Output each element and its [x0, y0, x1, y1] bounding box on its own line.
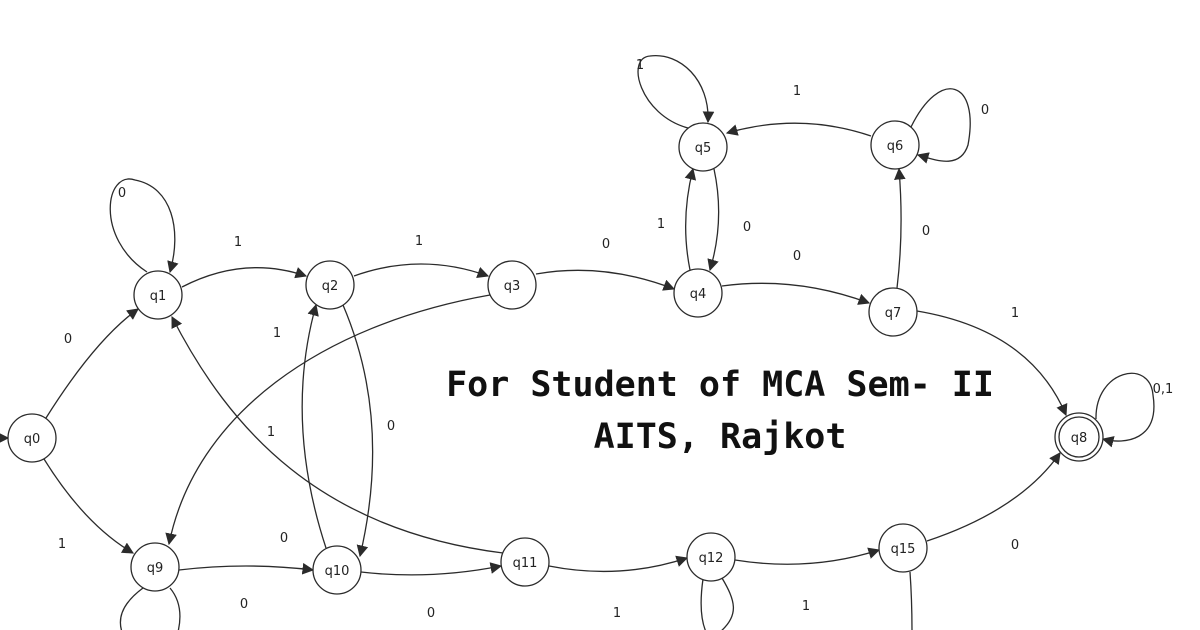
state-q7: q7 — [868, 287, 918, 337]
transition-label-q10-q11: 0 — [427, 606, 435, 621]
transition-q5-q4 — [707, 168, 720, 272]
transition-label-q7-q8: 1 — [1011, 306, 1019, 321]
transition-q4-q7 — [721, 282, 871, 305]
transition-label-q12-q15: 1 — [802, 599, 810, 614]
state-label: q2 — [322, 279, 339, 294]
transition-q11-q1 — [171, 315, 504, 554]
state-label: q11 — [513, 556, 538, 571]
transition-label-q6-q5: 1 — [793, 84, 801, 99]
state-label: q5 — [695, 141, 712, 156]
state-circle — [868, 287, 918, 337]
transition-label-q5-q4: 0 — [743, 220, 751, 235]
transition-q0-q9 — [43, 458, 135, 554]
state-circle — [130, 542, 180, 592]
state-q8: q8 — [1054, 412, 1104, 462]
state-q15: q15 — [878, 523, 928, 573]
state-q10: q10 — [312, 545, 362, 595]
transition-q2-q10 — [342, 304, 374, 558]
state-q5: q5 — [678, 122, 728, 172]
transition-q1-q1 — [109, 178, 179, 274]
state-label: q6 — [887, 139, 904, 154]
state-label: q8 — [1071, 431, 1088, 446]
state-label: q10 — [325, 564, 350, 579]
transition-label-q1-q2: 1 — [234, 235, 242, 250]
transition-label-q9-q10: 0 — [280, 531, 288, 546]
accepting-ring — [1058, 416, 1100, 458]
transition-q2-q3 — [353, 263, 490, 278]
transition-q4-q5 — [684, 167, 697, 271]
transition-q6-q5 — [725, 122, 872, 137]
state-circle — [686, 532, 736, 582]
transition-q8-q8 — [1095, 372, 1155, 448]
transition-label-q1-q1: 0 — [118, 186, 126, 201]
transition-label-q4-q5: 1 — [657, 217, 665, 232]
state-circle — [305, 260, 355, 310]
state-circle — [878, 523, 928, 573]
transition-q5-q5 — [637, 55, 715, 129]
transition-label-q15-q8: 0 — [1011, 538, 1019, 553]
transition-q9-q9 — [119, 587, 181, 630]
state-label: q12 — [699, 551, 724, 566]
state-q1: q1 — [133, 270, 183, 320]
transition-label-q2-q10: 0 — [387, 419, 395, 434]
transition-q9-q10 — [178, 562, 315, 575]
state-circle — [678, 122, 728, 172]
state-label: q3 — [504, 279, 521, 294]
transition-q10-q11 — [360, 562, 503, 576]
transition-label-q3-q4: 0 — [602, 237, 610, 252]
transition-q3-q4 — [535, 269, 676, 291]
state-circle — [673, 268, 723, 318]
transition-label-q6-q6: 0 — [981, 103, 989, 118]
caption-subtitle: AITS, Rajkot — [593, 417, 847, 457]
transition-q7-q6 — [894, 167, 906, 289]
state-q6: q6 — [870, 120, 920, 170]
state-q12: q12 — [686, 532, 736, 582]
transition-label-q4-q7: 0 — [793, 249, 801, 264]
state-circle — [133, 270, 183, 320]
state-circle — [870, 120, 920, 170]
state-label: q4 — [690, 287, 707, 302]
state-q4: q4 — [673, 268, 723, 318]
caption-title: For Student of MCA Sem- II — [446, 365, 994, 405]
state-label: q0 — [24, 432, 41, 447]
state-q2: q2 — [305, 260, 355, 310]
transition-label-q11-q12: 1 — [613, 606, 621, 621]
transition-label-q5-q5: 1 — [636, 58, 644, 73]
transition-label-q9-q9: 0 — [240, 597, 248, 612]
state-circle — [7, 413, 57, 463]
transition-q1-q2 — [181, 267, 308, 288]
transition-label-q10-q2: 1 — [273, 326, 281, 341]
transition-q11-q12 — [548, 555, 689, 573]
state-label: q7 — [885, 306, 902, 321]
transition-q7-q8 — [916, 310, 1068, 417]
state-q3: q3 — [487, 260, 537, 310]
state-q9: q9 — [130, 542, 180, 592]
state-label: q15 — [891, 542, 916, 557]
transition-q0-q1 — [45, 308, 139, 419]
transition-label-q2-q3: 1 — [415, 234, 423, 249]
state-label: q1 — [150, 289, 167, 304]
transition-partial-q15-tail — [909, 571, 913, 630]
state-circle — [487, 260, 537, 310]
state-circle — [500, 537, 550, 587]
state-q0: q0 — [7, 413, 57, 463]
transition-q6-q6 — [910, 88, 971, 164]
transition-label-q0-q9: 1 — [58, 537, 66, 552]
transition-label-q3-q9: 1 — [267, 425, 275, 440]
transition-partial-q12-loop — [700, 577, 734, 630]
transition-q12-q15 — [734, 547, 881, 565]
transition-label-q8-q8: 0,1 — [1153, 382, 1174, 397]
transition-q3-q9 — [165, 294, 491, 546]
state-circle — [1054, 412, 1104, 462]
transition-q15-q8 — [926, 452, 1061, 542]
transition-label-q7-q6: 0 — [922, 224, 930, 239]
transition-q10-q2 — [301, 303, 327, 549]
state-q11: q11 — [500, 537, 550, 587]
state-circle — [312, 545, 362, 595]
state-label: q9 — [147, 561, 164, 576]
transition-label-q0-q1: 0 — [64, 332, 72, 347]
